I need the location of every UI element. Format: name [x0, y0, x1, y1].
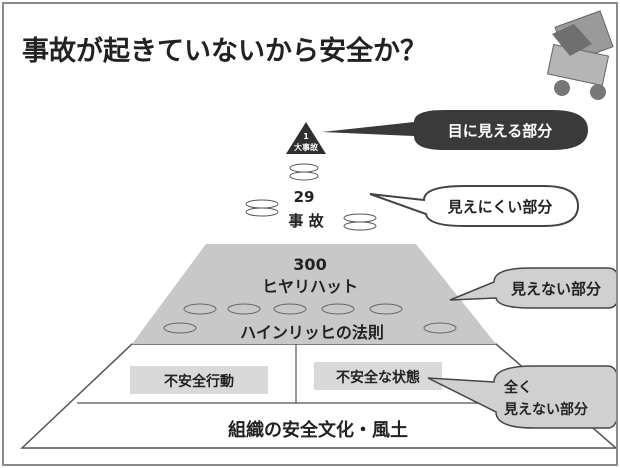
- foundation-label: 組織の安全文化・風土: [228, 419, 408, 441]
- major-accident-label: 大事故: [294, 142, 319, 152]
- visible-callout-text: 目に見える部分: [448, 122, 553, 140]
- hard-to-see-callout-text: 見えにくい部分: [447, 198, 553, 216]
- near-miss-band: [132, 244, 496, 344]
- accident-clipart-icon: [546, 10, 614, 100]
- visible-callout: [322, 110, 588, 150]
- heinrich-law-label: ハインリッヒの法則: [240, 323, 384, 342]
- unsafe-conditions-label: 不安全な状態: [336, 369, 420, 386]
- completely-invisible-line2: 見えない部分: [503, 401, 588, 418]
- accident-ellipses: [245, 163, 377, 231]
- unsafe-conditions-box: [314, 362, 442, 390]
- unsafe-acts-label: 不安全行動: [164, 373, 234, 390]
- major-accident-triangle: [286, 122, 326, 154]
- completely-invisible-line1: 全く: [503, 379, 532, 396]
- accident-count: 29: [294, 188, 315, 206]
- completely-invisible-callout: [427, 365, 616, 429]
- near-miss-count: 300: [293, 255, 326, 274]
- not-visible-callout-text: 見えない部分: [510, 280, 601, 298]
- heinrich-diagram: 事故が起きていないから安全か？ 1 大事故 29 事 故 300 ヒヤリハット: [20, 10, 616, 449]
- hard-to-see-callout: [369, 185, 580, 227]
- not-visible-callout: [449, 267, 616, 309]
- major-accident-count: 1: [303, 132, 309, 141]
- unsafe-acts-box: [130, 366, 268, 394]
- slide-title: 事故が起きていないから安全か？: [22, 35, 427, 67]
- near-miss-ellipses: [163, 303, 457, 334]
- accident-label: 事 故: [288, 212, 324, 230]
- near-miss-label: ヒヤリハット: [262, 277, 358, 296]
